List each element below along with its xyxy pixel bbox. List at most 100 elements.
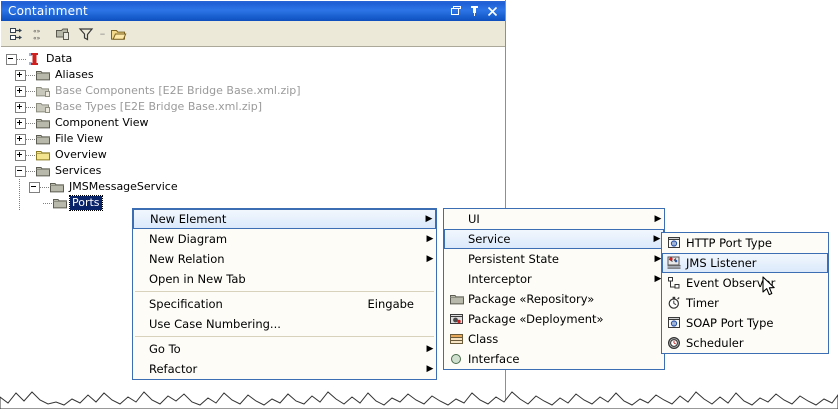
tree-node-label: Aliases bbox=[55, 68, 94, 81]
menu-item-label: Interface bbox=[468, 352, 520, 366]
menu-item-label: Interceptor bbox=[468, 272, 532, 286]
menu-item-event-observer[interactable]: Event Observer bbox=[662, 273, 828, 293]
tree-line bbox=[43, 199, 52, 208]
tree-node-services[interactable]: Services bbox=[1, 163, 505, 179]
folder-icon bbox=[49, 179, 65, 195]
tree-node-ports[interactable]: Ports bbox=[1, 195, 505, 211]
tree-line bbox=[26, 87, 35, 96]
expander-toggle[interactable] bbox=[15, 133, 26, 145]
menu-item-label: New Element bbox=[150, 212, 227, 226]
menu-item-new-diagram[interactable]: New Diagram ▶ bbox=[133, 229, 436, 249]
menu-item-label: Specification bbox=[149, 297, 223, 311]
menu-item-ui[interactable]: UI ▶ bbox=[444, 209, 664, 229]
menu-item-specification[interactable]: Specification Eingabe bbox=[133, 294, 436, 314]
new-element-submenu[interactable]: UI ▶ Service ▶ Persistent State ▶ Interc… bbox=[443, 208, 665, 370]
menu-item-label: Scheduler bbox=[686, 336, 744, 350]
menu-item-interceptor[interactable]: Interceptor ▶ bbox=[444, 269, 664, 289]
tree-node-base-types[interactable]: Base Types [E2E Bridge Base.xml.zip] bbox=[1, 99, 505, 115]
menu-item-label: Go To bbox=[149, 342, 181, 356]
menu-item-interface[interactable]: Interface bbox=[444, 349, 664, 369]
expander-toggle[interactable] bbox=[29, 181, 40, 193]
menu-item-go-to[interactable]: Go To ▶ bbox=[133, 339, 436, 359]
tree-node-base-components[interactable]: Base Components [E2E Bridge Base.xml.zip… bbox=[1, 83, 505, 99]
menu-item-http-port-type[interactable]: HTTP Port Type bbox=[662, 233, 828, 253]
folder-icon bbox=[448, 291, 466, 307]
menu-item-label: Persistent State bbox=[468, 252, 559, 266]
tree-node-aliases[interactable]: Aliases bbox=[1, 67, 505, 83]
submenu-arrow-icon: ▶ bbox=[426, 364, 434, 374]
expander-toggle[interactable] bbox=[15, 101, 26, 113]
menu-item-new-element[interactable]: New Element ▶ bbox=[133, 209, 436, 229]
menu-item-label: Class bbox=[468, 332, 499, 346]
folder-icon bbox=[35, 67, 51, 83]
panel-toolbar: «» «» – bbox=[1, 21, 505, 47]
menu-item-label: Package «Deployment» bbox=[468, 312, 604, 326]
collapse-all-icon[interactable]: «» «» bbox=[29, 23, 51, 45]
folder-icon bbox=[52, 195, 68, 211]
menu-item-persistent-state[interactable]: Persistent State ▶ bbox=[444, 249, 664, 269]
context-menu[interactable]: New Element ▶ New Diagram ▶ New Relation… bbox=[132, 208, 437, 380]
menu-item-soap-port-type[interactable]: SOAP Port Type bbox=[662, 313, 828, 333]
mouse-cursor bbox=[762, 276, 776, 300]
tree-line bbox=[26, 135, 35, 144]
class-icon bbox=[448, 331, 466, 347]
submenu-arrow-icon: ▶ bbox=[425, 214, 433, 224]
expander-toggle[interactable] bbox=[15, 165, 26, 177]
svg-text:«»: «» bbox=[33, 35, 41, 42]
submenu-arrow-icon: ▶ bbox=[426, 234, 434, 244]
menu-item-jms-listener[interactable]: JMS Listener bbox=[662, 253, 828, 273]
menu-item-use-case-numbering[interactable]: Use Case Numbering... bbox=[133, 314, 436, 334]
tree-node-data[interactable]: Data bbox=[1, 51, 505, 67]
folder-locked-icon bbox=[35, 99, 51, 115]
menu-item-label: Open in New Tab bbox=[149, 272, 246, 286]
folder-locked-icon bbox=[35, 83, 51, 99]
no-icon bbox=[448, 231, 466, 247]
filter-icon[interactable] bbox=[75, 23, 97, 45]
menu-item-class[interactable]: Class bbox=[444, 329, 664, 349]
data-root-icon bbox=[26, 51, 42, 67]
close-button[interactable] bbox=[483, 2, 501, 20]
menu-item-new-relation[interactable]: New Relation ▶ bbox=[133, 249, 436, 269]
tree-node-component-view[interactable]: Component View bbox=[1, 115, 505, 131]
copy-icon[interactable] bbox=[52, 23, 74, 45]
expander-toggle[interactable] bbox=[15, 85, 26, 97]
tree-node-label: Data bbox=[46, 52, 73, 65]
menu-item-package-deployment[interactable]: Package «Deployment» bbox=[444, 309, 664, 329]
submenu-arrow-icon: ▶ bbox=[654, 254, 662, 264]
menu-item-label: Refactor bbox=[149, 362, 198, 376]
restore-button[interactable] bbox=[447, 2, 465, 20]
service-submenu[interactable]: HTTP Port Type JMS Listener bbox=[661, 232, 829, 354]
no-icon bbox=[448, 251, 466, 267]
tree-node-jmsmessageservice[interactable]: JMSMessageService bbox=[1, 179, 505, 195]
folder-yellow-icon bbox=[35, 147, 51, 163]
expander-toggle[interactable] bbox=[6, 53, 17, 65]
submenu-arrow-icon: ▶ bbox=[654, 214, 662, 224]
tree-node-label: Overview bbox=[55, 148, 107, 161]
expand-all-icon[interactable] bbox=[6, 23, 28, 45]
expander-toggle[interactable] bbox=[15, 69, 26, 81]
pin-button[interactable] bbox=[465, 2, 483, 20]
menu-item-service[interactable]: Service ▶ bbox=[444, 229, 664, 249]
tree-line bbox=[15, 179, 24, 195]
submenu-arrow-icon: ▶ bbox=[426, 254, 434, 264]
expander-toggle[interactable] bbox=[15, 149, 26, 161]
tree-node-label: Base Components [E2E Bridge Base.xml.zip… bbox=[55, 84, 301, 97]
expander-toggle[interactable] bbox=[15, 117, 26, 129]
event-observer-icon bbox=[666, 275, 684, 291]
tree-node-overview[interactable]: Overview bbox=[1, 147, 505, 163]
menu-item-timer[interactable]: Timer bbox=[662, 293, 828, 313]
open-folder-icon[interactable] bbox=[107, 23, 129, 45]
menu-item-refactor[interactable]: Refactor ▶ bbox=[133, 359, 436, 379]
menu-item-package-repository[interactable]: Package «Repository» bbox=[444, 289, 664, 309]
menu-item-label: New Relation bbox=[149, 252, 225, 266]
tree-node-label: Base Types [E2E Bridge Base.xml.zip] bbox=[55, 100, 262, 113]
tree-line bbox=[40, 183, 49, 192]
menu-item-scheduler[interactable]: Scheduler bbox=[662, 333, 828, 353]
tree-node-label: Services bbox=[55, 164, 102, 177]
tree-line bbox=[15, 195, 24, 211]
menu-item-label: Timer bbox=[686, 296, 719, 310]
menu-item-open-in-new-tab[interactable]: Open in New Tab bbox=[133, 269, 436, 289]
tree-node-file-view[interactable]: File View bbox=[1, 131, 505, 147]
menu-item-label: Service bbox=[468, 232, 511, 246]
menu-item-label: New Diagram bbox=[149, 232, 228, 246]
